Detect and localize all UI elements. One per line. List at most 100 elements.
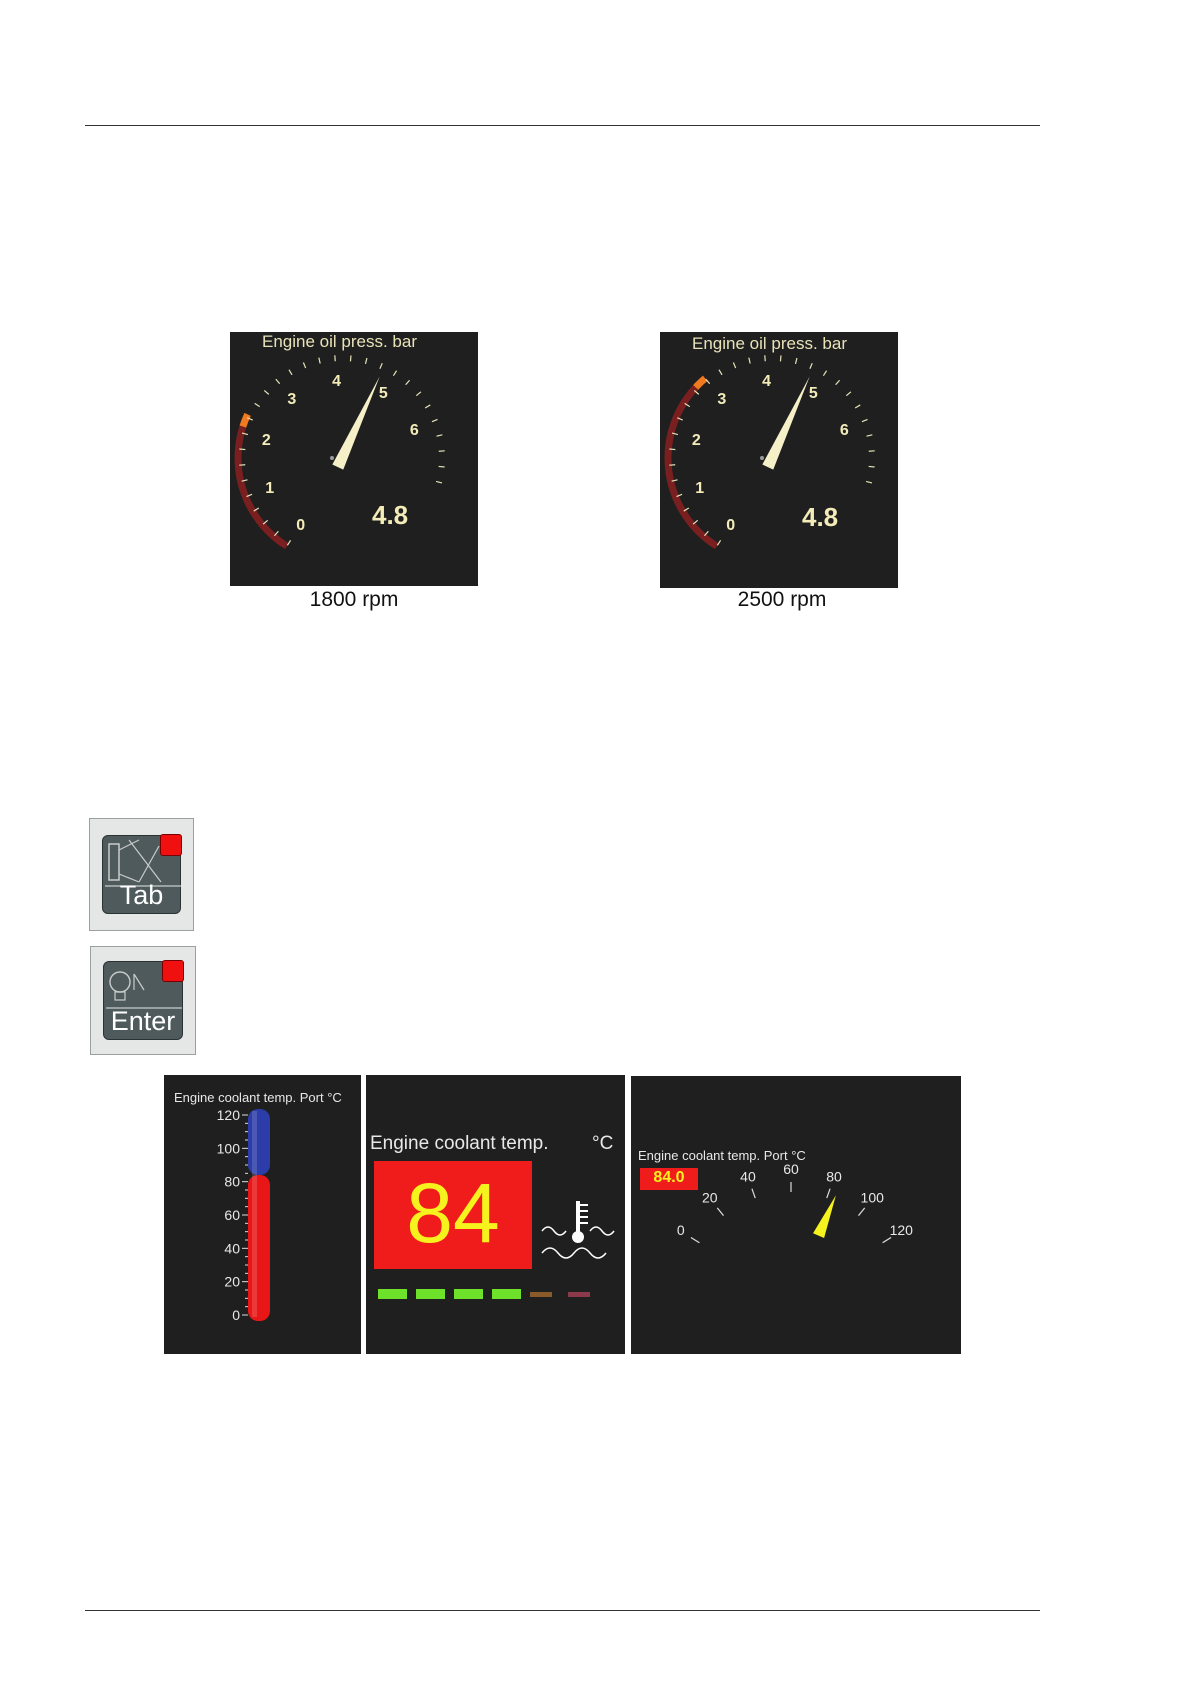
gauge-dial: 0 1 2 3 4 5 6 — [230, 332, 478, 586]
needle-hub — [330, 456, 334, 460]
scale-label: 6 — [840, 422, 849, 439]
scale-tick — [439, 466, 445, 467]
scale-tick — [432, 419, 438, 421]
scale-tick — [866, 481, 872, 482]
scale-tick — [691, 1237, 699, 1242]
scale-tick — [733, 363, 735, 369]
scale-tick — [719, 370, 722, 375]
scale-label: 120 — [890, 1222, 914, 1238]
scale-tick — [289, 370, 292, 375]
scale-tick — [255, 403, 260, 406]
scale-label: 6 — [410, 422, 419, 439]
digital-readout: 84 — [374, 1165, 532, 1262]
scale-tick — [276, 379, 280, 384]
scale-label: 0 — [296, 517, 305, 534]
scale-label: 20 — [224, 1274, 240, 1290]
scale-label: 80 — [826, 1168, 842, 1184]
scale-tick — [264, 390, 269, 394]
unit-label: °C — [592, 1133, 613, 1155]
tab-key-label: Tab — [103, 880, 180, 911]
level-segment — [568, 1292, 590, 1297]
scale-label: 4 — [762, 373, 771, 390]
warning-arc-edge — [243, 414, 248, 426]
scale-label: 20 — [702, 1189, 718, 1205]
bar-fill — [248, 1175, 270, 1321]
level-segment — [530, 1292, 552, 1297]
gauge-reading: 4.8 — [372, 500, 408, 531]
scale-tick — [780, 355, 781, 361]
scale-tick — [855, 405, 860, 408]
scale-tick — [380, 363, 382, 369]
scale-tick — [869, 466, 875, 467]
level-segment — [378, 1289, 407, 1299]
scale-label: 5 — [379, 385, 388, 402]
bottom-rule — [85, 1610, 1040, 1611]
status-led — [160, 834, 182, 856]
bar-empty — [248, 1109, 270, 1175]
gauge-caption: 2500 rpm — [672, 588, 892, 612]
scale-label: 120 — [217, 1107, 241, 1123]
scale-tick — [810, 363, 812, 369]
scale-tick — [795, 358, 796, 364]
warning-arc-edge — [696, 378, 705, 387]
scale-tick — [858, 1208, 864, 1216]
enter-key-button[interactable]: Enter — [90, 946, 196, 1055]
scale-label: 2 — [262, 432, 271, 449]
scale-label: 40 — [224, 1240, 240, 1256]
scale-tick — [406, 380, 410, 385]
scale-tick — [883, 1237, 891, 1242]
scale-label: 1 — [695, 480, 704, 497]
scale-tick — [862, 419, 868, 421]
scale-tick — [717, 1208, 723, 1216]
status-led — [162, 960, 184, 982]
scale-tick — [669, 449, 675, 450]
coolant-dial: 0 20 40 60 80 100 120 — [631, 1076, 961, 1354]
tab-key-button[interactable]: Tab — [89, 818, 194, 931]
level-segment — [454, 1289, 483, 1299]
top-rule — [85, 125, 1040, 126]
scale-label: 4 — [332, 373, 341, 390]
scale-label: 5 — [809, 385, 818, 402]
scale-tick — [437, 435, 443, 436]
needle-hub — [760, 456, 764, 460]
scale-label: 2 — [692, 432, 701, 449]
scale-label: 100 — [861, 1189, 885, 1205]
scale-tick — [365, 358, 366, 364]
scale-label: 3 — [287, 391, 296, 408]
gauge-title: Engine coolant temp. — [370, 1133, 549, 1155]
gauge-caption: 1800 rpm — [244, 588, 464, 612]
scale-label: 0 — [726, 517, 735, 534]
scale-label: 60 — [783, 1161, 799, 1177]
enter-key-label: Enter — [104, 1006, 182, 1037]
scale-tick — [867, 435, 873, 436]
scale-tick — [827, 1189, 830, 1198]
scale-tick — [436, 481, 442, 482]
scale-label: 1 — [265, 480, 274, 497]
gauge-needle — [332, 376, 379, 469]
tab-key-face: Tab — [102, 835, 181, 914]
warning-arc — [668, 387, 717, 546]
scale-label: 3 — [717, 391, 726, 408]
scale-tick — [416, 392, 421, 396]
gauge-needle — [762, 376, 809, 469]
scale-tick — [393, 371, 396, 376]
scale-label: 40 — [740, 1168, 756, 1184]
coolant-bar-gauge: Engine coolant temp. Port °C 12010080604… — [164, 1075, 361, 1354]
digital-readout-box: 84 — [374, 1161, 532, 1269]
scale-tick — [823, 371, 826, 376]
coolant-digital-display: Engine coolant temp. °C 84 — [366, 1075, 625, 1354]
scale-tick — [836, 380, 840, 385]
scale-tick — [749, 358, 750, 364]
scale-tick — [752, 1189, 755, 1198]
scale-tick — [239, 449, 245, 450]
dial-needle — [813, 1195, 836, 1238]
scale-label: 0 — [677, 1222, 685, 1238]
bar-highlight — [252, 1111, 257, 1317]
gauge-reading: 4.8 — [802, 502, 838, 533]
scale-label: 0 — [232, 1307, 240, 1323]
scale-tick — [425, 405, 430, 408]
